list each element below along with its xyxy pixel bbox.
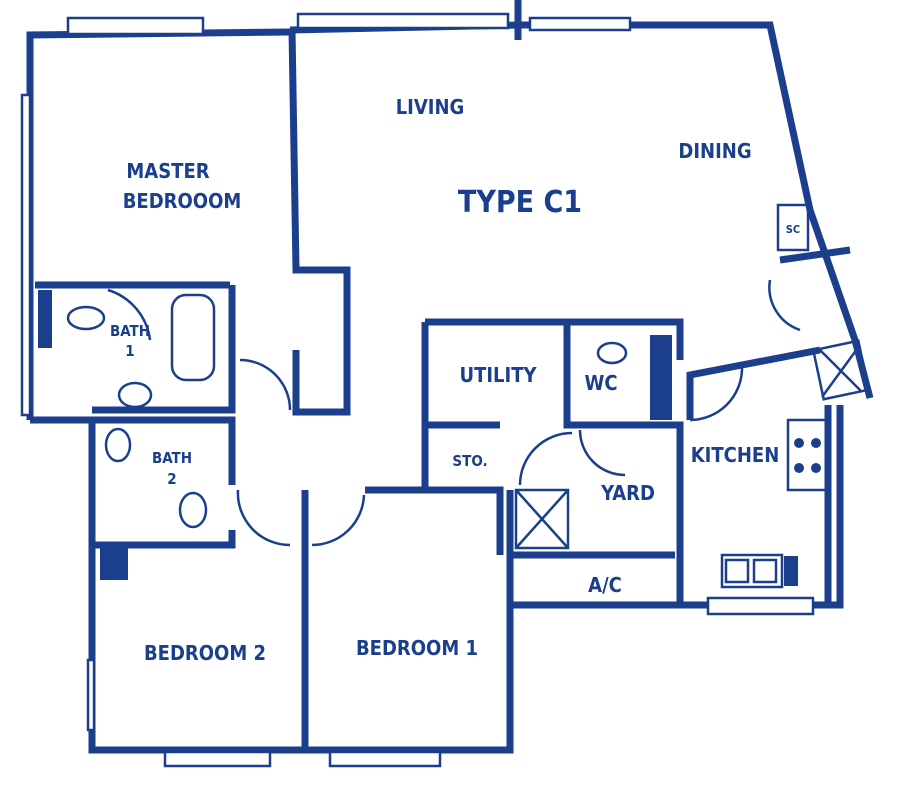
bathtub-icon — [170, 293, 216, 382]
label-bedroom2: BEDROOM 2 — [144, 641, 266, 665]
label-kitchen: KITCHEN — [691, 443, 780, 467]
stove-icon — [786, 418, 828, 492]
toilet-icon — [178, 491, 208, 529]
interior-walls — [35, 29, 851, 750]
plan-title: TYPE C1 — [458, 185, 582, 220]
shaft-icon — [811, 339, 871, 401]
label-ac: A/C — [588, 573, 622, 597]
windows — [20, 12, 815, 768]
label-bath1-line1: BATH — [110, 322, 150, 340]
sink-icon — [104, 427, 132, 463]
label-bath1-line2: 1 — [125, 342, 134, 360]
label-bedroom1: BEDROOM 1 — [356, 636, 478, 660]
doors — [107, 279, 801, 547]
sink-icon — [117, 381, 153, 409]
label-utility: UTILITY — [459, 363, 537, 387]
label-shoe-cabinet: SC — [786, 223, 800, 236]
label-bath2-line1: BATH — [152, 449, 192, 467]
room-labels: TYPE C1 LIVING DINING MASTER BEDROOOM BA… — [110, 95, 800, 665]
kitchen-sink-icon — [720, 553, 798, 589]
toilet-icon — [66, 305, 106, 331]
label-master-line1: MASTER — [126, 159, 209, 183]
label-wc: WC — [584, 371, 617, 395]
shoe-cabinet — [776, 203, 810, 252]
aircon-shaft-icon — [514, 488, 570, 550]
label-master-line2: BEDROOOM — [123, 189, 242, 213]
label-living: LIVING — [396, 95, 465, 119]
fixtures — [38, 203, 871, 589]
label-bath2-line2: 2 — [167, 470, 176, 488]
toilet-icon — [596, 341, 628, 365]
label-dining: DINING — [678, 139, 751, 163]
label-store: STO. — [452, 452, 487, 470]
label-yard: YARD — [600, 481, 655, 505]
